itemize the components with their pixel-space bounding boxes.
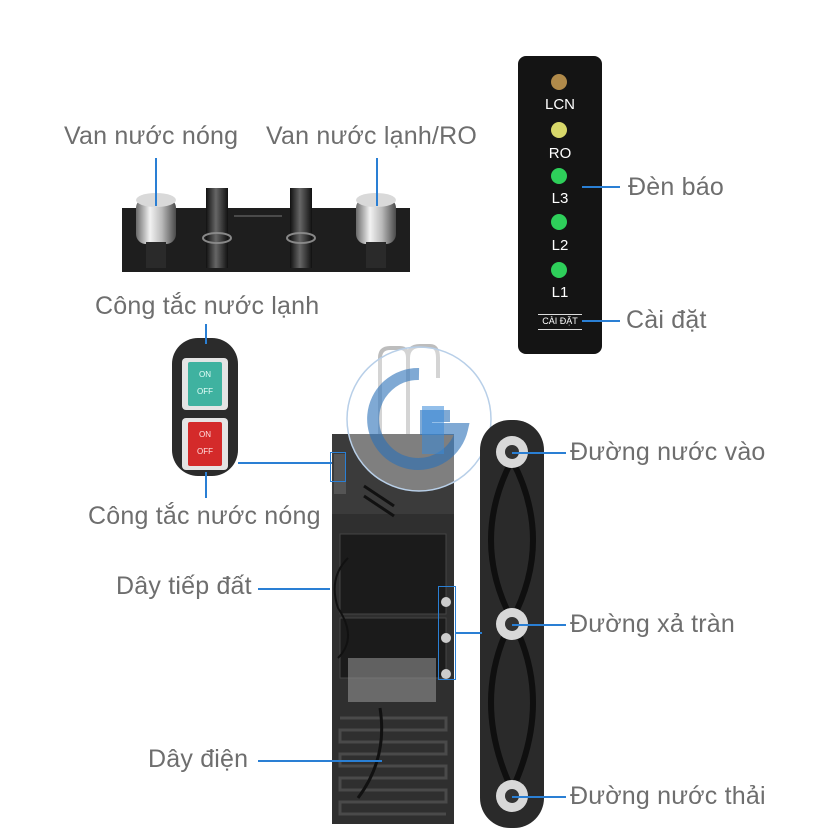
hot-switch-callout-line [205,472,207,498]
led-l3-label: L3 [551,190,569,207]
led-l1-icon [551,262,567,278]
cold-valve-label: Van nước lạnh/RO [266,122,477,150]
brand-watermark-icon [346,346,492,492]
ground-wire-label: Dây tiếp đất [116,572,252,600]
water-inlet-label: Đường nước vào [570,438,766,466]
cold-switch-off-label: OFF [197,387,213,396]
drain-callout-line [512,796,566,798]
led-l2-label: L2 [551,237,569,254]
overflow-label: Đường xả tràn [570,610,735,638]
hot-switch-on-label: ON [199,430,211,439]
hot-water-switch[interactable]: ON OFF [182,418,228,470]
drain-label: Đường nước thải [570,782,766,810]
ports-link-line [456,632,482,634]
indicator-callout-line [582,186,620,188]
switch-highlight-box [330,452,346,482]
led-indicator-panel: LCN RO L3 L2 L1 CÀI ĐẶT [518,56,602,354]
led-ro-label: RO [548,145,572,162]
settings-label: Cài đặt [626,306,707,334]
led-l3-icon [551,168,567,184]
hot-switch-off-label: OFF [197,447,213,456]
cold-water-switch[interactable]: ON OFF [182,358,228,410]
valve-panel-illustration [122,188,410,272]
switch-link-line [238,462,332,464]
power-cord-callout-line [258,760,382,762]
dispenser-back-illustration [332,344,454,824]
power-cord-label: Dây điện [148,745,249,773]
inlet-callout-line [512,452,566,454]
led-l2-icon [551,214,567,230]
cold-switch-label: Công tắc nước lạnh [95,292,320,320]
switch-closeup: ON OFF ON OFF [172,338,238,476]
hot-valve-label: Van nước nóng [64,122,239,150]
ports-highlight-box [438,586,456,680]
overflow-callout-line [512,624,566,626]
led-lcn-label: LCN [544,96,575,113]
led-ro-icon [551,122,567,138]
cold-switch-on-label: ON [199,370,211,379]
settings-button[interactable]: CÀI ĐẶT [538,314,582,330]
led-lcn-icon [551,74,567,90]
cold-valve-knob [356,198,396,244]
settings-callout-line [582,320,620,322]
indicator-label: Đèn báo [628,173,724,201]
ground-wire-callout-line [258,588,330,590]
led-l1-label: L1 [551,284,569,301]
hot-valve-callout-line [155,158,157,206]
hot-valve-knob [136,198,176,244]
cold-switch-callout-line [205,324,207,344]
hot-switch-label: Công tắc nước nóng [88,502,321,530]
cold-valve-callout-line [376,158,378,206]
